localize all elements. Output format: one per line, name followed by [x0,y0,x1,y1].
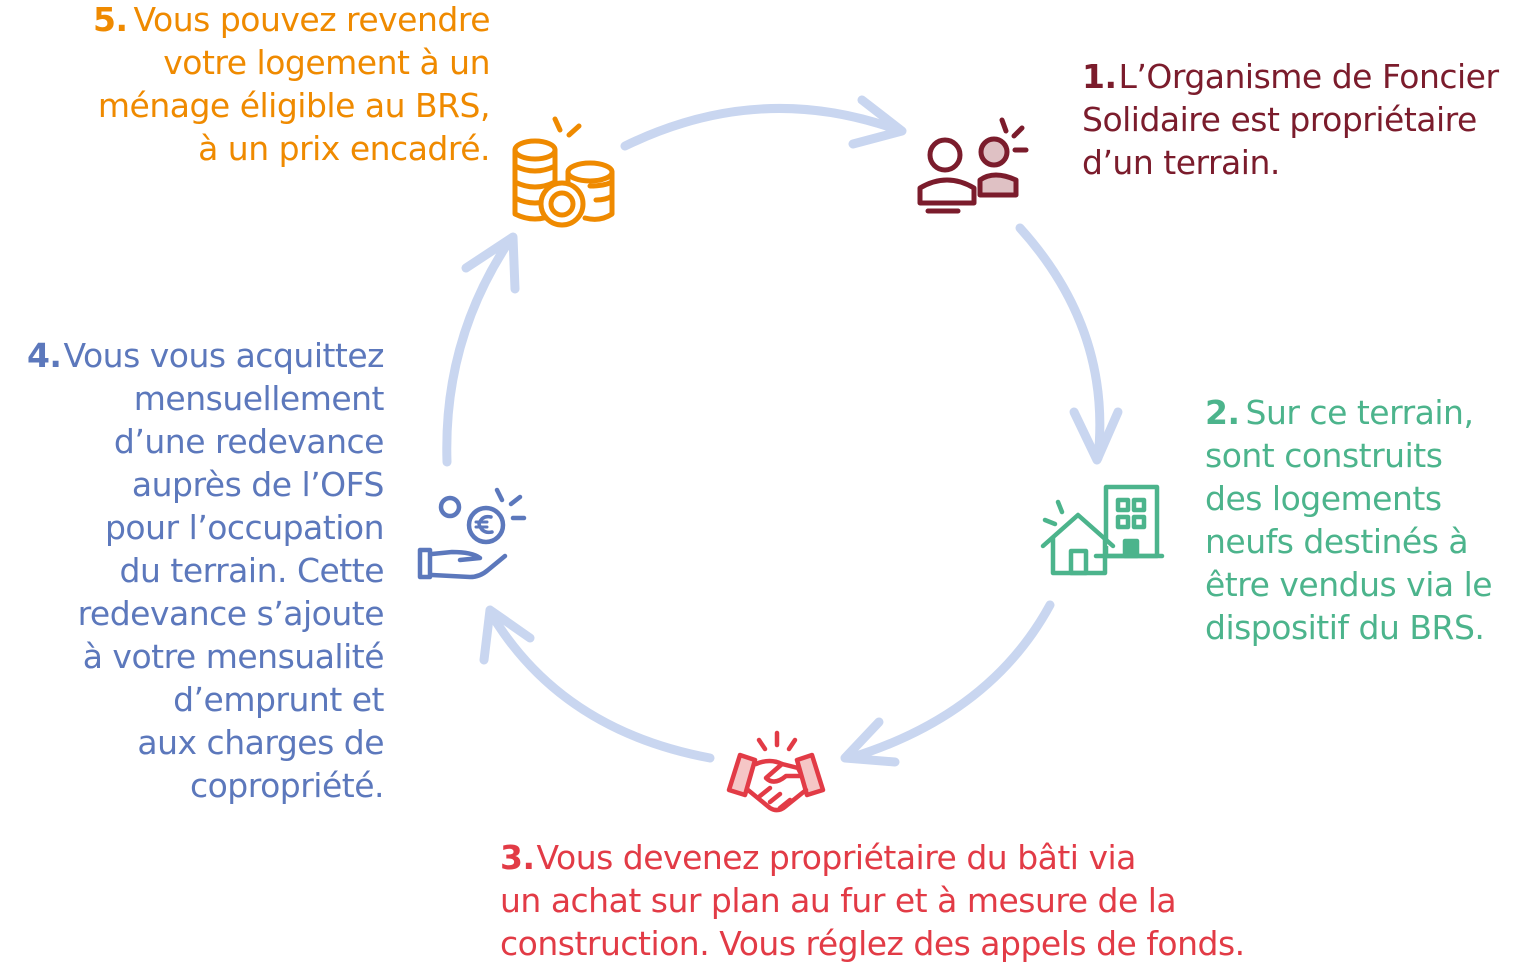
step-4-number: 4. [26,336,62,375]
step-4-line-3: d’une redevance [113,422,385,461]
step-4-line-5: pour l’occupation [104,508,385,547]
step-2-line-3: des logements [1205,479,1442,518]
step-4-line-11: copropriété. [189,766,385,805]
step-3-line-3: construction. Vous réglez des appels de … [500,924,1245,963]
hand-euro-coin-icon [417,487,527,580]
step-3-line-1-text: Vous devenez propriétaire du bâti via [536,838,1137,877]
step-4-line-1-text: Vous vous acquittez [63,336,384,375]
step-1-line-2: Solidaire est propriétaire [1082,100,1477,139]
step-2-line-2: sont construits [1205,436,1443,475]
step-2-number: 2. [1205,393,1240,432]
step-1-line-3: d’un terrain. [1082,143,1280,182]
arrow-2-to-3-head [840,717,900,767]
step-4-line-1: 4.Vous vous acquittez [0,334,385,377]
step-3-line-2: un achat sur plan au fur et à mesure de … [500,881,1177,920]
step-2-line-1-text: Sur ce terrain, [1245,393,1474,432]
house-building-icon [1040,484,1165,576]
arrow-2-to-3 [845,600,1055,763]
step-1-text: 1.L’Organisme de Foncier Solidaire est p… [1082,55,1532,184]
step-5-number: 5. [93,0,128,39]
step-1-line-1-text: L’Organisme de Foncier [1118,57,1500,96]
step-2-line-1: 2.Sur ce terrain, [1205,391,1530,434]
step-5-line-1: 5.Vous pouvez revendre [40,0,490,41]
step-1-line-1: 1.L’Organisme de Foncier [1082,55,1532,98]
arrow-4-to-5 [442,235,515,467]
arrow-1-to-2-head [1069,407,1123,465]
people-icon [917,117,1029,214]
arrow-3-to-4-head [479,605,535,665]
step-2-line-4: neufs destinés à [1205,522,1469,561]
step-4-line-2: mensuellement [133,379,385,418]
step-2-line-6: dispositif du BRS. [1205,608,1485,647]
step-5-line-1-text: Vous pouvez revendre [133,0,491,39]
step-2-line-5: être vendus via le [1205,565,1493,604]
step-4-line-10: aux charges de [137,723,384,762]
step-4-line-7: redevance s’ajoute [77,594,385,633]
arrow-5-to-1-head [848,95,907,149]
step-5-line-4: à un prix encadré. [198,129,490,168]
step-1-number: 1. [1082,57,1117,96]
arrow-1-to-2 [1015,223,1105,463]
step-4-line-8: à votre mensualité [82,637,385,676]
step-5-line-3: ménage éligible au BRS, [97,86,491,125]
step-3-text: 3.Vous devenez propriétaire du bâti via … [500,836,1480,965]
step-4-line-6: du terrain. Cette [119,551,385,590]
step-3-line-1: 3.Vous devenez propriétaire du bâti via [500,836,1480,879]
step-5-text: 5.Vous pouvez revendre votre logement à … [40,0,490,170]
arrow-5-to-1 [620,103,903,151]
step-5-line-2: votre logement à un [163,43,490,82]
arrow-4-to-5-head [461,232,520,294]
step-4-line-9: d’emprunt et [173,680,384,719]
step-4-text: 4.Vous vous acquittez mensuellement d’un… [0,334,385,807]
step-2-text: 2.Sur ce terrain, sont construits des lo… [1205,391,1530,649]
arrow-3-to-4 [485,607,715,763]
coins-icon [512,116,615,228]
step-3-number: 3. [500,838,535,877]
handshake-icon [726,730,826,813]
step-4-line-4: auprès de l’OFS [131,465,385,504]
